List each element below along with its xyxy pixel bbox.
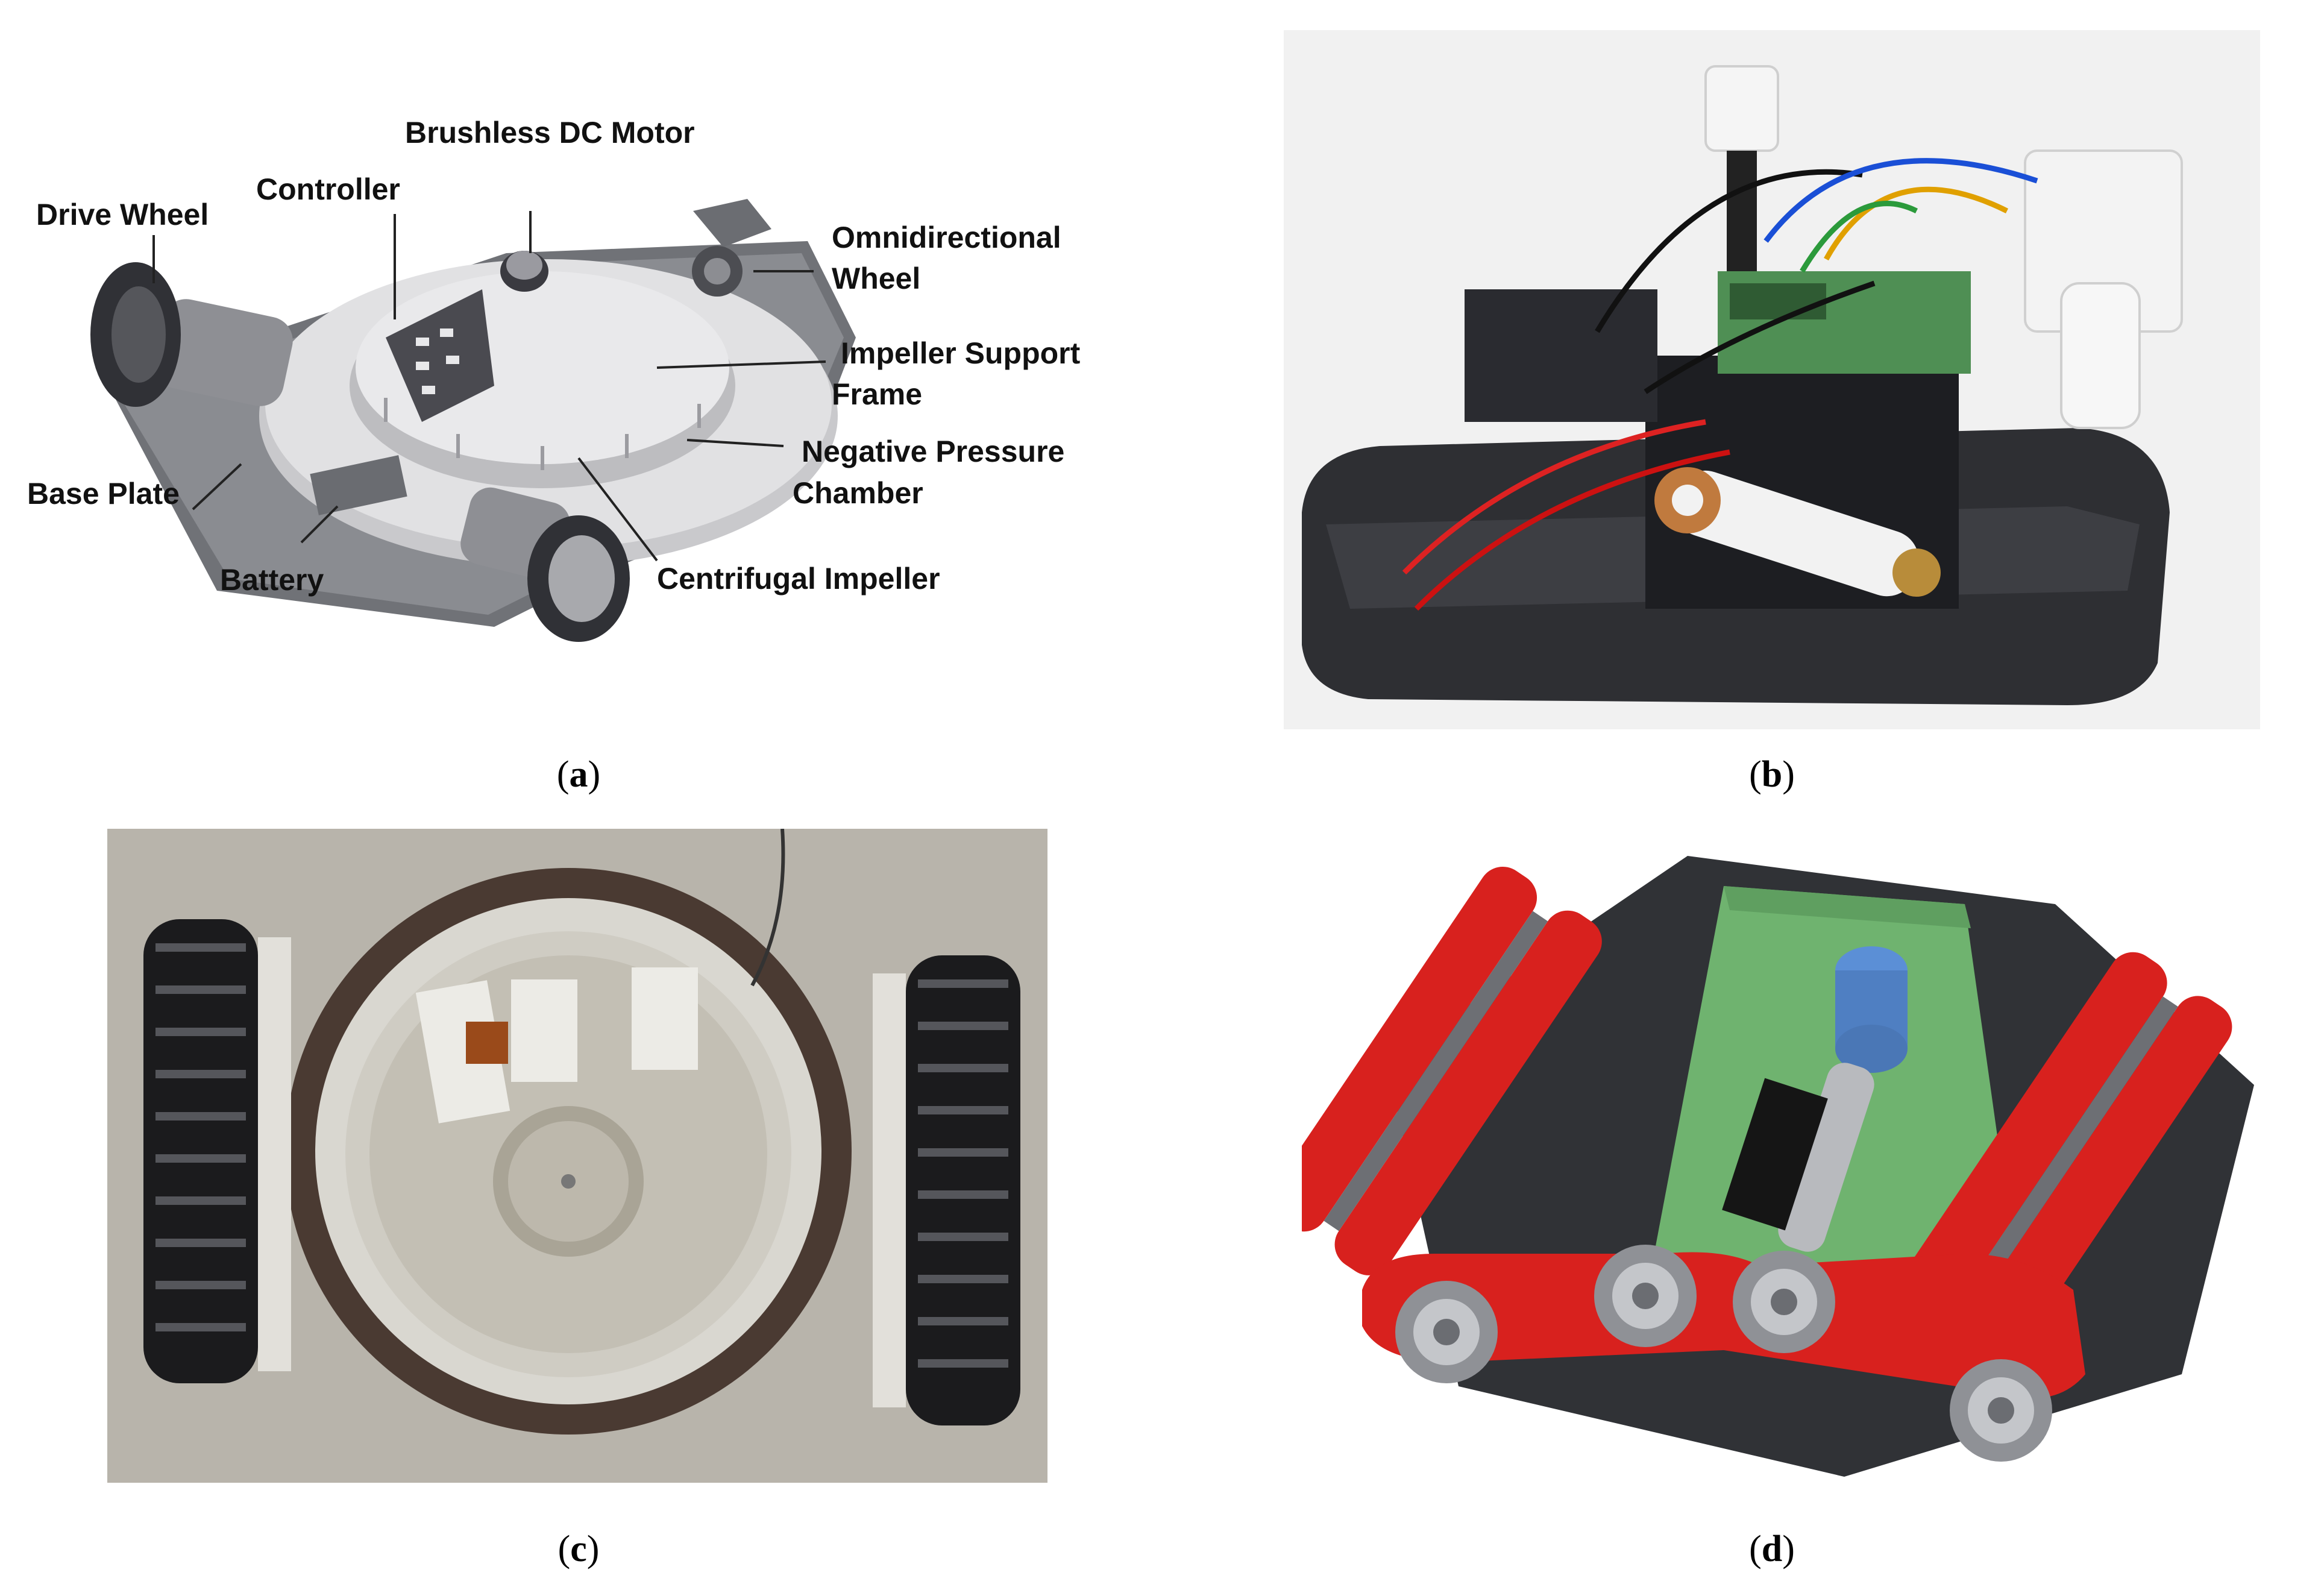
caption-d-letter: d xyxy=(1761,1529,1783,1570)
caption-b-letter: b xyxy=(1761,754,1783,795)
panel-d xyxy=(1302,832,2284,1507)
label-negative-pressure-line1: Negative Pressure xyxy=(802,435,1065,468)
caption-c-letter: c xyxy=(570,1529,587,1570)
panel-d-render xyxy=(1302,856,2254,1477)
label-base-plate: Base Plate xyxy=(27,477,180,511)
label-negative-pressure-line2: Chamber xyxy=(793,476,923,510)
caption-a-letter: a xyxy=(569,754,588,795)
panel-a-render xyxy=(90,199,856,642)
label-drive-wheel: Drive Wheel xyxy=(36,198,209,231)
panel-c xyxy=(107,829,1047,1483)
label-omnidirectional-wheel-line1: Omnidirectional xyxy=(832,221,1061,254)
label-impeller-support-line1: Impeller Support xyxy=(841,336,1081,370)
caption-a: (a) xyxy=(556,754,601,795)
label-centrifugal-impeller: Centrifugal Impeller xyxy=(657,562,940,596)
caption-c: (c) xyxy=(557,1529,600,1570)
panel-b-photo xyxy=(1284,30,2260,729)
caption-b: (b) xyxy=(1749,754,1795,795)
label-impeller-support-line2: Frame xyxy=(832,377,923,411)
panel-c-photo xyxy=(107,829,1047,1483)
label-battery: Battery xyxy=(220,563,324,597)
panel-a: Brushless DC Motor Controller Drive Whee… xyxy=(0,0,1145,735)
label-brushless-dc-motor: Brushless DC Motor xyxy=(405,116,695,149)
panel-b xyxy=(1284,30,2260,729)
label-controller: Controller xyxy=(256,172,400,206)
label-omnidirectional-wheel-line2: Wheel xyxy=(832,262,921,295)
caption-d: (d) xyxy=(1749,1529,1795,1570)
